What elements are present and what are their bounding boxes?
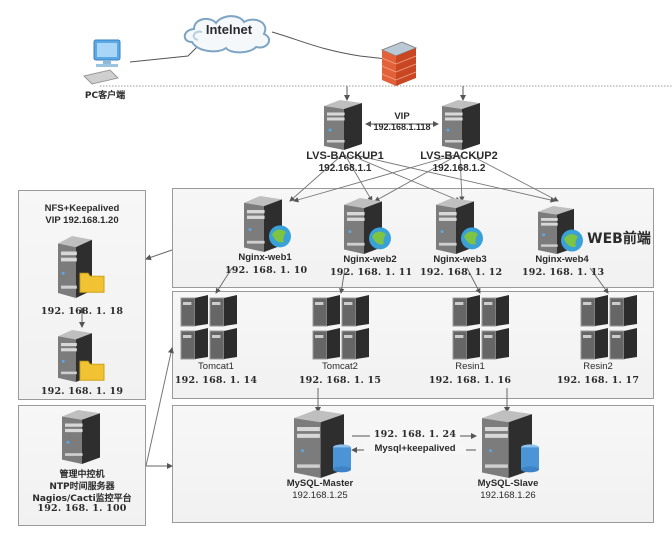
- web2-name: Nginx-web2: [343, 254, 397, 265]
- wire-mgmt-app: [145, 347, 174, 467]
- resin1-server-icon: [452, 295, 509, 360]
- app3-ip: 192. 168. 1. 16: [428, 375, 512, 386]
- lvs1-name: LVS-BACKUP1: [306, 150, 384, 162]
- web4-name: Nginx-web4: [535, 254, 589, 265]
- lvs1-ip: 192.168.1.1: [318, 163, 372, 174]
- lvs1-server-icon: [324, 100, 362, 150]
- web1-ip: 192. 168. 1. 10: [225, 265, 308, 276]
- nfs2-server-icon: [58, 330, 105, 382]
- db-master-name: MySQL-Master: [286, 478, 354, 489]
- resin2-server-icon: [580, 295, 637, 360]
- app3-name: Resin1: [455, 361, 485, 372]
- app2-ip: 192. 168. 1. 15: [298, 375, 382, 386]
- web4-ip: 192. 168. 1. 13: [522, 267, 605, 278]
- wire-internet-firewall: [271, 31, 396, 61]
- mgmt-server-icon: [62, 410, 100, 464]
- web3-name: Nginx-web3: [433, 254, 487, 265]
- internet-cloud-icon: [183, 15, 271, 54]
- mysql-slave-server-icon: [482, 410, 539, 478]
- nfs-title: NFS+Keepalived: [44, 203, 120, 214]
- app4-ip: 192. 168. 1. 17: [556, 375, 640, 386]
- pc-client-icon: [83, 39, 121, 85]
- web2-server-icon: [344, 198, 391, 254]
- lvs2-server-icon: [442, 100, 480, 150]
- web1-server-icon: [244, 196, 291, 252]
- wire-web-nfs: [145, 249, 173, 261]
- firewall-icon: [380, 41, 418, 86]
- tomcat1-server-icon: [180, 295, 237, 360]
- app1-name: Tomcat1: [198, 361, 234, 372]
- nfs2-ip: 192. 168. 1. 19: [40, 386, 124, 397]
- web2-ip: 192. 168. 1. 11: [330, 267, 413, 278]
- db-tier-panel: [172, 405, 654, 523]
- vip-label: VIP: [394, 111, 410, 122]
- internet-label: Intelnet: [205, 22, 253, 37]
- db-link-ip: 192. 168. 1. 24: [370, 429, 460, 440]
- app4-name: Resin2: [583, 361, 613, 372]
- db-slave-name: MySQL-Slave: [477, 478, 539, 489]
- mysql-master-server-icon: [294, 410, 351, 478]
- db-slave-ip: 192.168.1.26: [480, 490, 536, 501]
- db-master-ip: 192.168.1.25: [292, 490, 348, 501]
- wire-pc-internet: [129, 43, 201, 63]
- mgmt-line-3: Nagios/Cacti监控平台: [32, 494, 132, 504]
- nfs-vip: VIP 192.168.1.20: [45, 215, 119, 226]
- app-tier-panel: [172, 291, 654, 399]
- web4-server-icon: [538, 206, 583, 254]
- mgmt-ip: 192. 168. 1. 100: [37, 503, 127, 514]
- lvs2-name: LVS-BACKUP2: [420, 150, 498, 162]
- tomcat2-server-icon: [312, 295, 369, 360]
- pc-client-label: PC客户端: [84, 91, 126, 101]
- mgmt-line-2: NTP时间服务器: [49, 482, 115, 492]
- web3-ip: 192. 168. 1. 12: [420, 267, 503, 278]
- mgmt-line-1: 管理中控机: [59, 470, 105, 480]
- nfs1-server-icon: [58, 236, 105, 298]
- web-tier-title: WEB前端: [587, 231, 651, 247]
- db-link-label: Mysql+keepalived: [364, 443, 466, 454]
- app2-name: Tomcat2: [322, 361, 358, 372]
- vip-ip: 192.168.1.118: [373, 122, 431, 132]
- lvs2-ip: 192.168.1.2: [432, 163, 486, 174]
- app1-ip: 192. 168. 1. 14: [174, 375, 258, 386]
- web3-server-icon: [436, 198, 483, 254]
- web1-name: Nginx-web1: [238, 252, 292, 263]
- nfs1-ip: 192. 168. 1. 18: [40, 306, 124, 317]
